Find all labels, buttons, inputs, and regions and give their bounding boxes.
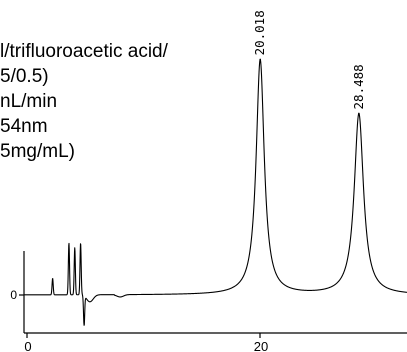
condition-detection-wavelength: 54nm [0, 116, 48, 137]
x-tick-label: 0 [24, 339, 31, 352]
chart-axes: 0 20 0 [10, 251, 407, 352]
condition-concentration: 5mg/mL) [0, 141, 75, 162]
condition-mobile-phase: l/trifluoroacetic acid/ [0, 41, 168, 62]
x-tick-label: 20 [254, 339, 268, 352]
condition-flow-rate: nL/min [0, 91, 58, 112]
peak-label-0: 20.018 [252, 10, 267, 55]
peak-apex-1 [358, 112, 360, 115]
chart-labels-layer: 20.018 28.488 [252, 10, 366, 109]
chromatogram-trace [23, 58, 407, 326]
condition-ratio: 5/0.5) [0, 66, 49, 87]
chart-trace-layer [23, 58, 407, 326]
peak-apex-0 [259, 58, 262, 61]
y-tick-label: 0 [10, 288, 17, 302]
peak-label-1: 28.488 [351, 64, 366, 109]
